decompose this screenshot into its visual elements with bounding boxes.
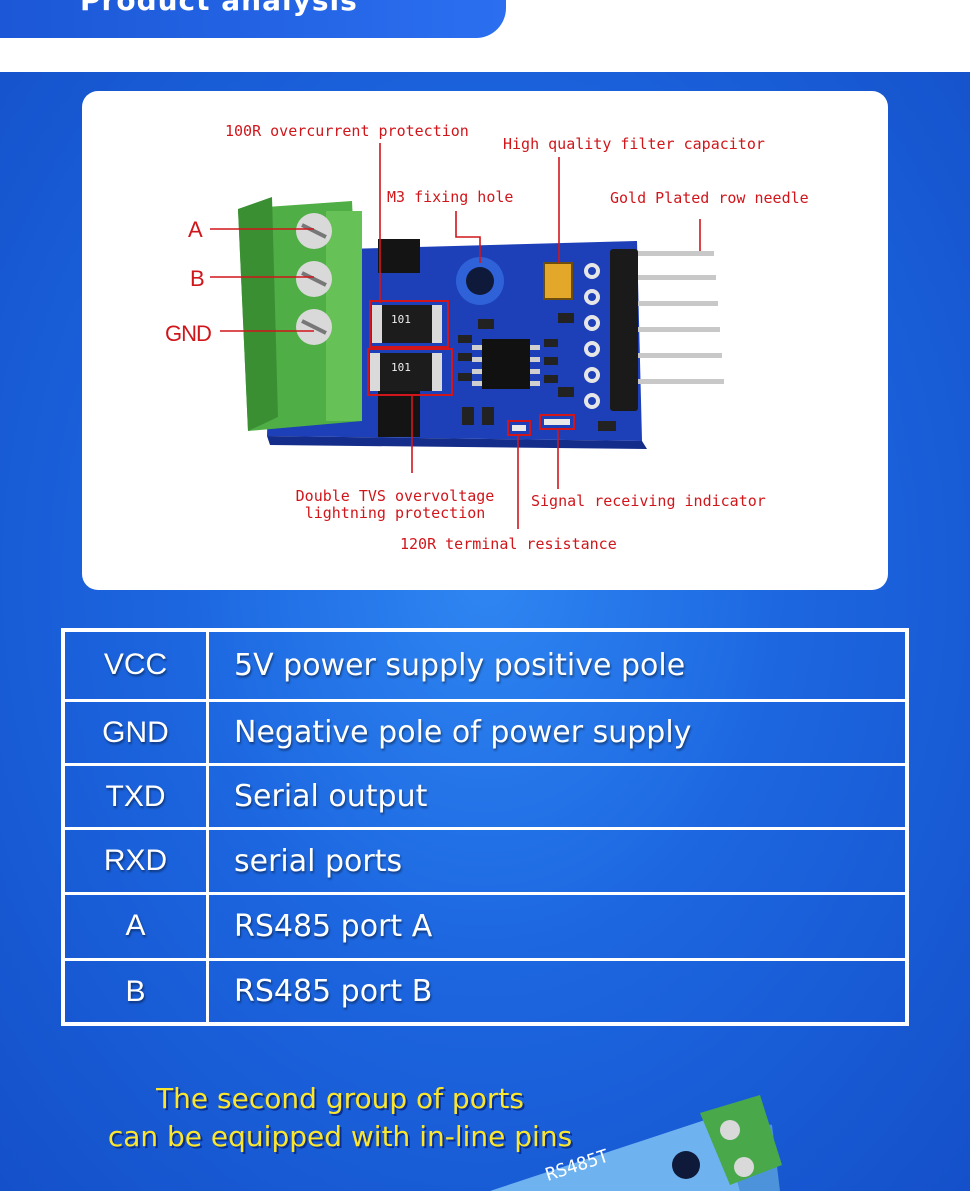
bottom-m3-hole [672,1151,700,1179]
table-row: A RS485 port A [61,891,909,962]
callout-indicator: Signal receiving indicator [531,492,766,510]
callout-tvs-line2: lightning protection [304,504,486,522]
callout-tvs-line1: Double TVS overvoltage [295,487,495,505]
gold-row-needle [610,249,724,411]
screw-terminal-block [238,197,362,431]
note-line1: The second group of ports [156,1082,524,1115]
pin-holes [584,263,600,409]
table-row: VCC 5V power supply positive pole [61,628,909,702]
terminal-resistor-mark [507,420,531,436]
resistor-bottom [370,353,442,391]
table-row: RXD serial ports [61,827,909,895]
pin-signal: RXD [61,827,209,895]
pin-label-a: A [188,217,203,242]
module-illustration [210,143,724,529]
pin-signal: A [61,891,209,962]
note-line2: can be equipped with in-line pins [107,1120,573,1153]
indicator-led-mark [539,414,575,430]
tvs-diode-top [378,239,420,273]
bottom-terminal-block [700,1095,782,1185]
pin-signal: B [61,958,209,1026]
callout-filter-capacitor: High quality filter capacitor [503,135,765,153]
table-row: TXD Serial output [61,763,909,831]
callout-terminal-resistance: 120R terminal resistance [400,535,617,553]
pin-label-b: B [190,266,205,291]
pin-description: serial ports [206,827,909,895]
pin-signal: TXD [61,763,209,831]
pin-description: Negative pole of power supply [206,698,909,767]
pin-description: RS485 port B [206,958,909,1026]
callout-fixing-hole: M3 fixing hole [387,188,514,206]
pin-description: RS485 port A [206,891,909,962]
header-tab [0,0,506,38]
bottom-board-photo: RS485T [490,1095,782,1191]
callout-leader-lines [210,143,701,529]
resistor-marking-bottom: 101 [391,361,411,374]
pin-label-gnd: GND [165,321,212,346]
pin-signal: GND [61,698,209,767]
callout-tvs: Double TVS overvoltage lightning protect… [282,488,508,522]
table-row: GND Negative pole of power supply [61,698,909,767]
bottom-pcb [490,1115,740,1191]
table-row: B RS485 port B [61,958,909,1026]
resistor-marking-top: 101 [391,313,411,326]
pin-description: 5V power supply positive pole [206,628,909,702]
product-photo-card: 100R overcurrent protection High quality… [82,91,888,590]
rs485-ic [482,339,530,389]
pin-table: VCC 5V power supply positive pole GND Ne… [61,628,909,1026]
tvs-diode-bottom [378,391,420,437]
page-title: Product analysis [80,0,358,17]
pin-description: Serial output [206,763,909,831]
callout-overcurrent: 100R overcurrent protection [225,122,469,140]
resistor-top [372,305,442,343]
filter-capacitor [543,262,573,300]
pin-signal: VCC [61,628,209,702]
callout-row-needle: Gold Plated row needle [610,189,809,207]
inline-pins-note: The second group of ports can be equippe… [40,1080,640,1156]
